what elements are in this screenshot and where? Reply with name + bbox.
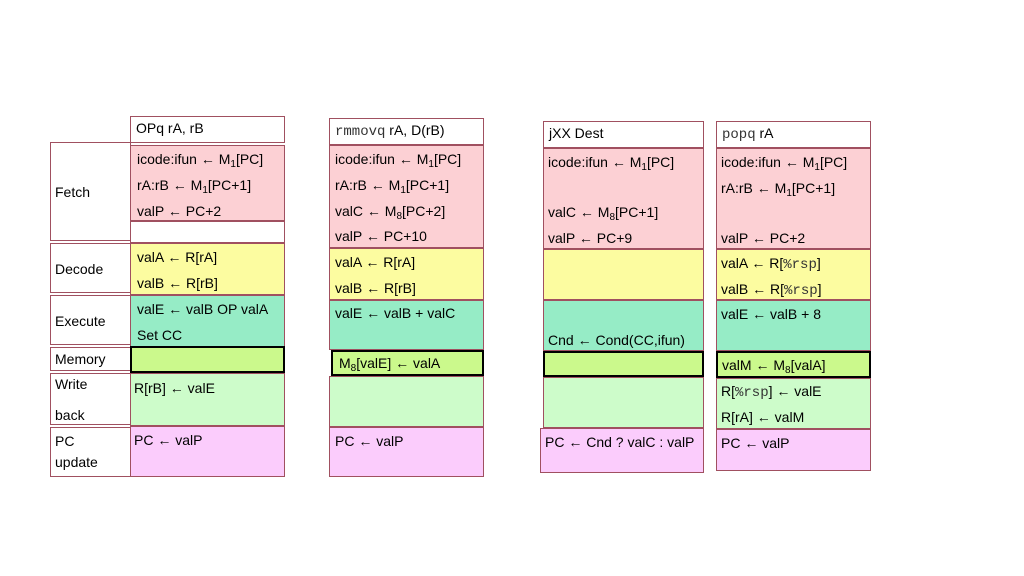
stage-label-fetch: Fetch [50, 142, 131, 241]
opq-decode-cell: valA ← R[rA] valB ← R[rB] [130, 243, 285, 295]
jxx-memory-cell [543, 351, 704, 377]
rmmovq-memory-cell: M8[valE] ← valA [331, 350, 484, 376]
stage-label-pc-update: PC update [50, 427, 131, 477]
write-label: Write [55, 376, 88, 392]
rmmovq-execute-cell: valE ← valB + valC [329, 300, 484, 350]
rmmovq-header: rmmovq rA, D(rB) [329, 118, 484, 145]
pc-label: PC [55, 433, 75, 449]
rmmovq-execute-line-1: valE ← valB + valC [335, 305, 456, 321]
rmmovq-fetch-line-1: icode:ifun ← M1[PC] [335, 151, 462, 170]
jxx-fetch-line-1: icode:ifun ← M1[PC] [548, 154, 675, 173]
popq-write-line-2: R[rA] ← valM [721, 409, 805, 425]
opq-pc-line-1: PC ← valP [134, 432, 203, 448]
jxx-fetch-line-2: valC ← M8[PC+1] [548, 204, 659, 223]
popq-write-cell: R[%rsp] ← valE R[rA] ← valM [716, 378, 871, 429]
popq-title: popq rA [722, 125, 774, 143]
jxx-pc-line-1: PC ← Cnd ? valC : valP [545, 434, 695, 450]
rmmovq-pc-line-1: PC ← valP [335, 433, 404, 449]
memory-label: Memory [55, 351, 106, 367]
opq-decode-line-1: valA ← R[rA] [137, 249, 218, 265]
popq-fetch-line-1: icode:ifun ← M1[PC] [721, 154, 848, 173]
popq-header: popq rA [716, 121, 871, 148]
popq-decode-cell: valA ← R[%rsp] valB ← R[%rsp] [716, 249, 871, 300]
rmmovq-decode-line-2: valB ← R[rB] [335, 280, 416, 296]
opq-execute-line-2: Set CC [137, 327, 183, 343]
opq-execute-cell: valE ← valB OP valA Set CC [130, 295, 285, 347]
rmmovq-pc-cell: PC ← valP [329, 427, 484, 477]
popq-write-line-1: R[%rsp] ← valE [721, 383, 822, 401]
jxx-fetch-line-3: valP ← PC+9 [548, 230, 633, 246]
stage-label-memory: Memory [50, 347, 131, 371]
popq-fetch-line-3: valP ← PC+2 [721, 230, 806, 246]
opq-write-cell: R[rB] ← valE [130, 373, 285, 426]
rmmovq-write-cell [329, 376, 484, 427]
jxx-pc-cell: PC ← Cnd ? valC : valP [540, 428, 704, 473]
execute-label: Execute [55, 313, 106, 329]
rmmovq-fetch-cell: icode:ifun ← M1[PC] rA:rB ← M1[PC+1] val… [329, 145, 484, 248]
decode-label: Decode [55, 261, 104, 277]
rmmovq-memory-line-1: M8[valE] ← valA [339, 355, 441, 374]
rmmovq-decode-line-1: valA ← R[rA] [335, 254, 416, 270]
jxx-execute-cell: Cnd ← Cond(CC,ifun) [543, 300, 704, 351]
popq-decode-line-1: valA ← R[%rsp] [721, 255, 821, 273]
opq-memory-cell [130, 346, 285, 373]
opq-title: OPq rA, rB [136, 120, 204, 136]
opq-fetch-blank [130, 221, 285, 243]
back-label: back [55, 407, 85, 423]
popq-fetch-line-2: rA:rB ← M1[PC+1] [721, 180, 836, 199]
rmmovq-decode-cell: valA ← R[rA] valB ← R[rB] [329, 248, 484, 300]
stage-label-writeback: Write back [50, 373, 131, 425]
jxx-title: jXX Dest [549, 125, 604, 141]
popq-pc-cell: PC ← valP [716, 429, 871, 471]
update-label: update [55, 454, 98, 470]
popq-fetch-cell: icode:ifun ← M1[PC] rA:rB ← M1[PC+1] val… [716, 148, 871, 249]
opq-fetch-cell: icode:ifun ← M1[PC] rA:rB ← M1[PC+1] val… [130, 145, 285, 221]
stage-label-execute: Execute [50, 295, 131, 345]
rmmovq-fetch-line-3: valC ← M8[PC+2] [335, 203, 446, 222]
stage-label-decode: Decode [50, 243, 131, 293]
popq-memory-cell: valM ← M8[valA] [716, 351, 871, 378]
popq-decode-line-2: valB ← R[%rsp] [721, 281, 822, 299]
opq-execute-line-1: valE ← valB OP valA [137, 301, 269, 317]
opq-header: OPq rA, rB [130, 116, 285, 143]
opq-write-line-1: R[rB] ← valE [134, 380, 215, 396]
opq-fetch-line-3: valP ← PC+2 [137, 203, 222, 219]
popq-execute-line-1: valE ← valB + 8 [721, 306, 821, 322]
popq-execute-cell: valE ← valB + 8 [716, 300, 871, 351]
jxx-write-cell [543, 377, 704, 428]
fetch-label: Fetch [55, 184, 91, 200]
rmmovq-title: rmmovq rA, D(rB) [335, 122, 445, 140]
opq-fetch-line-2: rA:rB ← M1[PC+1] [137, 177, 252, 196]
jxx-header: jXX Dest [543, 121, 704, 148]
opq-decode-line-2: valB ← R[rB] [137, 275, 218, 291]
popq-pc-line-1: PC ← valP [721, 435, 790, 451]
opq-fetch-line-1: icode:ifun ← M1[PC] [137, 151, 264, 170]
popq-memory-line-1: valM ← M8[valA] [722, 357, 826, 376]
jxx-fetch-cell: icode:ifun ← M1[PC] valC ← M8[PC+1] valP… [543, 148, 704, 249]
opq-pc-cell: PC ← valP [130, 426, 285, 477]
rmmovq-fetch-line-2: rA:rB ← M1[PC+1] [335, 177, 450, 196]
rmmovq-fetch-line-4: valP ← PC+10 [335, 228, 427, 244]
jxx-decode-cell [543, 249, 704, 300]
jxx-execute-line-1: Cnd ← Cond(CC,ifun) [548, 332, 685, 348]
